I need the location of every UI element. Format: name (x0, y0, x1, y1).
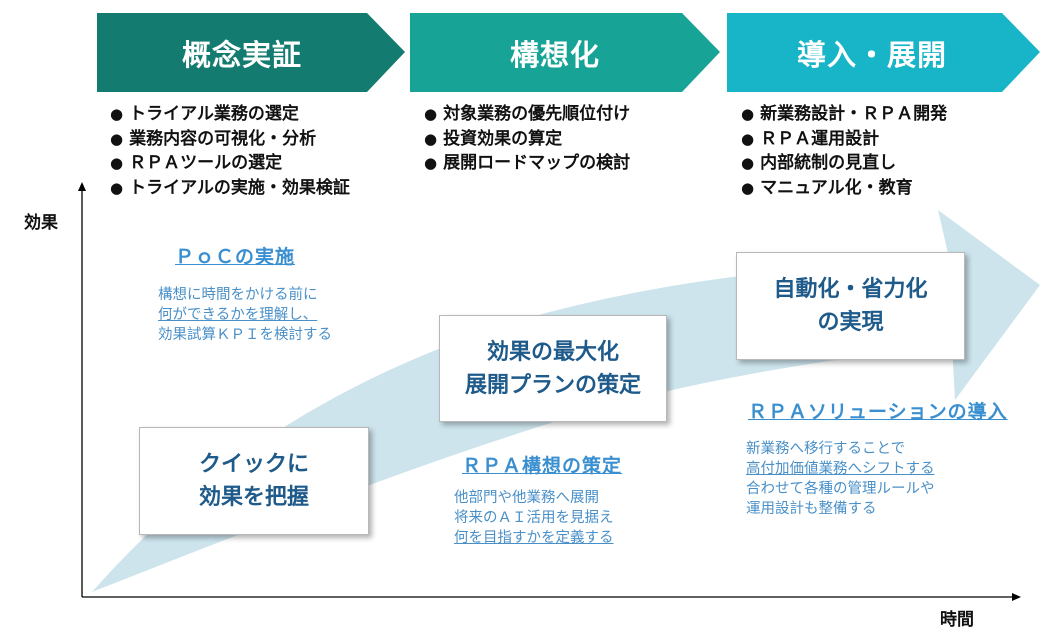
stage-2-heading: ＲＰＡ構想の策定 (462, 455, 623, 477)
desc-line: 新業務へ移行することで (746, 441, 906, 457)
phase-title-2: 構想化 (509, 37, 600, 72)
phase-title-1: 概念実証 (181, 37, 302, 72)
desc-line: 合わせて各種の管理ルールや (746, 481, 935, 497)
box-line: クイックに (198, 452, 309, 477)
list-item: 展開ロードマップの検討 (424, 151, 630, 176)
stage-3-heading: ＲＰＡソリューションの導入 (748, 401, 1008, 423)
stage-3-box: 自動化・省力化 の実現 (736, 252, 965, 360)
stage-2-description: 他部門や他業務へ展開 将来のＡＩ活用を見据え 何を目指すかを定義する (454, 488, 614, 548)
list-item: トライアル業務の選定 (110, 102, 350, 127)
phase-chevron-2 (410, 13, 720, 92)
phase-2-list: 対象業務の優先順位付け 投資効果の算定 展開ロードマップの検討 (424, 102, 630, 176)
phase-chevron-1 (97, 13, 405, 92)
list-item: マニュアル化・教育 (741, 176, 947, 201)
list-item: 対象業務の優先順位付け (424, 102, 630, 127)
desc-line: 将来のＡＩ活用を見据え (454, 510, 614, 526)
phase-title-3: 導入・展開 (796, 37, 947, 72)
box-line: の実現 (817, 310, 884, 335)
stage-1-heading: ＰｏＣの実施 (175, 246, 296, 268)
desc-line: 効果試算ＫＰＩを検討する (158, 327, 332, 343)
desc-line: 何ができるかを理解し、 (158, 307, 318, 323)
stage-1-box: クイックに 効果を把握 (139, 427, 369, 535)
y-axis-label: 効果 (24, 213, 58, 233)
list-item: 投資効果の算定 (424, 127, 630, 152)
box-line: 展開プランの策定 (464, 372, 641, 398)
desc-line: 高付加価値業務へシフトする (746, 461, 935, 477)
stage-3-description: 新業務へ移行することで 高付加価値業務へシフトする 合わせて各種の管理ルールや … (746, 439, 935, 519)
phase-chevron-3 (727, 13, 1040, 92)
stage-2-box: 効果の最大化 展開プランの策定 (439, 315, 667, 422)
stage-1-description: 構想に時間をかける前に 何ができるかを理解し、 効果試算ＫＰＩを検討する (158, 285, 332, 345)
list-item: 新業務設計・ＲＰＡ開発 (741, 102, 947, 127)
list-item: 内部統制の見直し (741, 151, 947, 176)
desc-line: 構想に時間をかける前に (158, 287, 318, 303)
list-item: ＲＰＡツールの選定 (110, 151, 350, 176)
list-item: トライアルの実施・効果検証 (110, 176, 350, 201)
box-line: 効果の最大化 (486, 339, 619, 365)
box-line: 自動化・省力化 (773, 277, 928, 302)
list-item: 業務内容の可視化・分析 (110, 127, 350, 152)
x-axis-arrowhead (1012, 593, 1021, 601)
list-item: ＲＰＡ運用設計 (741, 127, 947, 152)
y-axis-arrowhead (78, 182, 86, 191)
desc-line: 運用設計も整備する (746, 501, 877, 517)
x-axis-label: 時間 (940, 610, 974, 630)
box-line: 効果を把握 (198, 485, 309, 510)
desc-line: 他部門や他業務へ展開 (454, 490, 599, 506)
phase-3-list: 新業務設計・ＲＰＡ開発 ＲＰＡ運用設計 内部統制の見直し マニュアル化・教育 (741, 102, 947, 200)
desc-line: 何を目指すかを定義する (454, 530, 614, 546)
phase-1-list: トライアル業務の選定 業務内容の可視化・分析 ＲＰＡツールの選定 トライアルの実… (110, 102, 350, 200)
